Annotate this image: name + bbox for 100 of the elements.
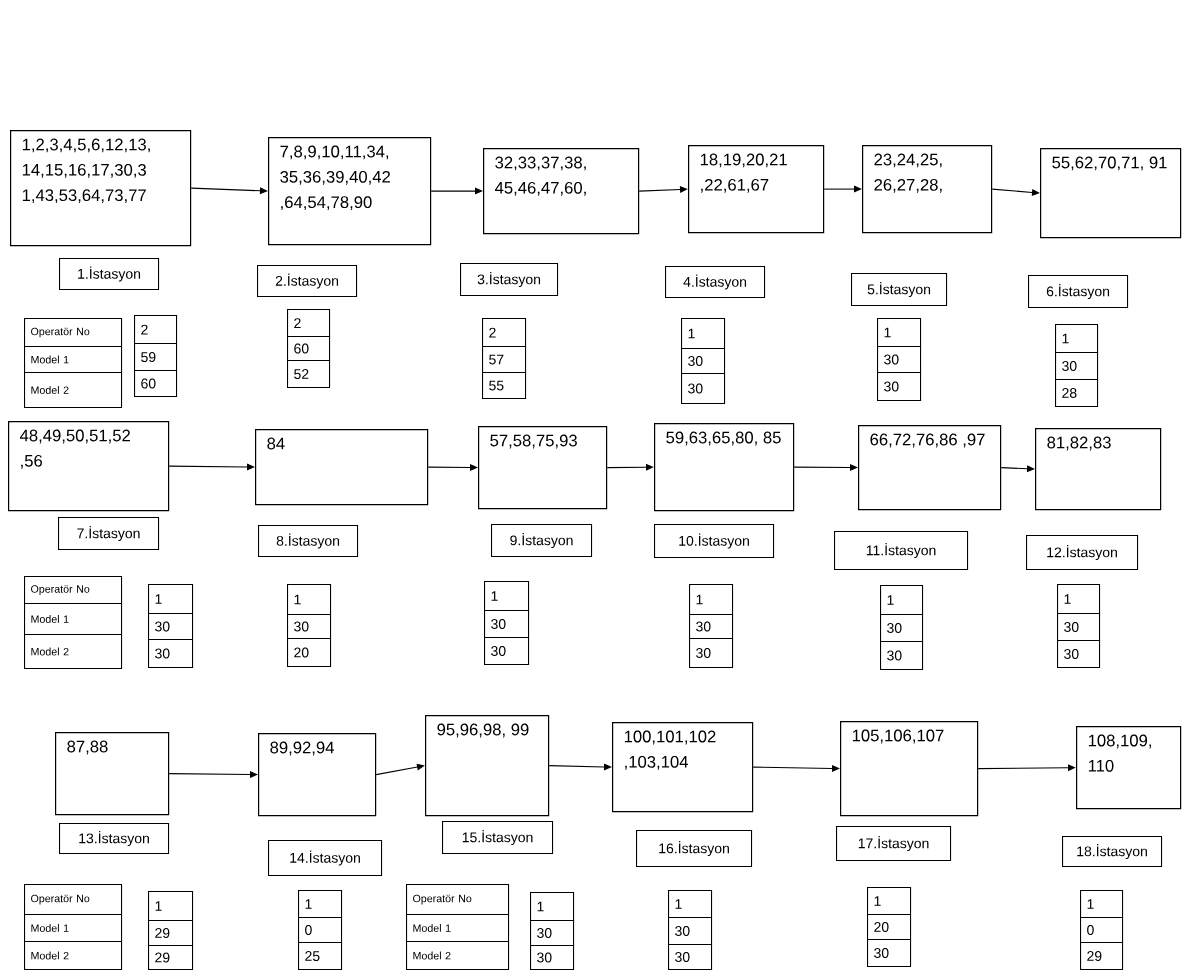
station-box: 1,2,3,4,5,6,12,13, 14,15,16,17,30,3 1,43,53,64,73,77 bbox=[10, 130, 192, 247]
table-cell: 30 bbox=[689, 614, 734, 640]
station-box: 48,49,50,51,52 ,56 bbox=[8, 421, 170, 512]
table-cell: 1 bbox=[148, 891, 194, 922]
table-cell: 0 bbox=[1080, 917, 1124, 944]
station-box: 105,106,107 bbox=[840, 721, 979, 817]
station-name-box: 18.İstasyon bbox=[1062, 836, 1163, 868]
table-cell: 30 bbox=[689, 638, 734, 669]
table-cell: Model 1 bbox=[24, 914, 123, 943]
arrow bbox=[991, 188, 1040, 196]
station-name-box: 4.İstasyon bbox=[665, 266, 766, 299]
table-cell: 30 bbox=[1055, 352, 1099, 381]
station-box: 87,88 bbox=[55, 732, 170, 816]
table-cell: Model 2 bbox=[24, 372, 123, 409]
table-cell: 30 bbox=[668, 917, 713, 946]
table-cell: 0 bbox=[298, 917, 343, 944]
station-box: 32,33,37,38, 45,46,47,60, bbox=[483, 148, 640, 235]
station-box: 7,8,9,10,11,34, 35,36,39,40,42 ,64,54,78,90 bbox=[268, 137, 432, 246]
table-cell: 30 bbox=[530, 945, 575, 971]
table-cell: 1 bbox=[668, 890, 713, 919]
table-cell: 52 bbox=[287, 360, 331, 389]
table-cell: 20 bbox=[867, 914, 912, 941]
station-box: 95,96,98, 99 bbox=[425, 715, 550, 817]
station-box: 55,62,70,71, 91 bbox=[1040, 148, 1182, 239]
station-name-box: 7.İstasyon bbox=[58, 517, 160, 551]
station-name-box: 11.İstasyon bbox=[834, 531, 969, 571]
table-cell: 30 bbox=[287, 614, 332, 640]
table-cell: 29 bbox=[148, 945, 194, 971]
arrow bbox=[168, 771, 258, 778]
table-cell: Operatör No bbox=[406, 884, 510, 916]
table-cell: 60 bbox=[134, 370, 178, 398]
table-cell: 29 bbox=[1080, 942, 1124, 971]
arrow bbox=[823, 185, 862, 193]
table-cell: 57 bbox=[482, 346, 527, 374]
table-cell: 1 bbox=[298, 890, 343, 919]
table-cell: Model 2 bbox=[406, 941, 510, 971]
table-cell: 30 bbox=[681, 373, 726, 405]
table-cell: 1 bbox=[681, 318, 726, 350]
table-cell: 1 bbox=[880, 585, 924, 616]
table-cell: 30 bbox=[1057, 613, 1101, 642]
table-cell: Model 2 bbox=[24, 941, 123, 971]
table-cell: 30 bbox=[877, 372, 922, 402]
table-cell: 30 bbox=[867, 939, 912, 968]
table-cell: 30 bbox=[877, 346, 922, 374]
station-name-box: 10.İstasyon bbox=[654, 524, 775, 559]
table-cell: 30 bbox=[880, 614, 924, 643]
table-cell: 2 bbox=[482, 318, 527, 348]
station-name-box: 17.İstasyon bbox=[836, 826, 952, 862]
table-cell: 2 bbox=[287, 309, 331, 338]
table-cell: 1 bbox=[484, 581, 530, 612]
station-box: 57,58,75,93 bbox=[478, 426, 608, 510]
arrow bbox=[752, 765, 840, 772]
table-cell: Model 1 bbox=[24, 346, 123, 374]
table-cell: 1 bbox=[530, 892, 575, 922]
arrow bbox=[606, 463, 654, 471]
table-cell: 29 bbox=[148, 920, 194, 947]
station-box: 84 bbox=[255, 429, 429, 506]
table-cell: 30 bbox=[880, 641, 924, 671]
station-box: 81,82,83 bbox=[1035, 428, 1162, 511]
table-cell: Operatör No bbox=[24, 318, 123, 348]
table-cell: 30 bbox=[681, 348, 726, 375]
table-cell: 30 bbox=[148, 613, 194, 641]
table-cell: Model 1 bbox=[24, 603, 123, 636]
station-box: 108,109, 110 bbox=[1076, 726, 1182, 810]
table-cell: 30 bbox=[1057, 640, 1101, 669]
table-cell: 55 bbox=[482, 372, 527, 400]
station-name-box: 12.İstasyon bbox=[1026, 535, 1139, 571]
station-name-box: 6.İstasyon bbox=[1028, 275, 1129, 309]
station-name-box: 13.İstasyon bbox=[59, 823, 170, 855]
station-box: 59,63,65,80, 85 bbox=[654, 423, 795, 512]
station-name-box: 5.İstasyon bbox=[851, 273, 948, 307]
table-cell: 30 bbox=[484, 637, 530, 666]
station-name-box: 8.İstasyon bbox=[258, 525, 359, 558]
arrow bbox=[548, 763, 612, 771]
table-cell: 20 bbox=[287, 638, 332, 668]
table-cell: Model 2 bbox=[24, 634, 123, 670]
arrow bbox=[375, 763, 425, 776]
station-box: 23,24,25, 26,27,28, bbox=[862, 145, 993, 234]
station-name-box: 9.İstasyon bbox=[491, 524, 593, 558]
table-cell: 30 bbox=[668, 944, 713, 971]
arrow bbox=[427, 464, 478, 471]
station-name-box: 2.İstasyon bbox=[257, 265, 358, 298]
table-cell: 1 bbox=[877, 318, 922, 348]
arrow bbox=[168, 463, 255, 471]
station-box: 66,72,76,86 ,97 bbox=[858, 425, 1002, 511]
table-cell: 30 bbox=[484, 610, 530, 639]
table-cell: Operatör No bbox=[24, 884, 123, 916]
station-name-box: 3.İstasyon bbox=[460, 263, 559, 297]
station-name-box: 16.İstasyon bbox=[636, 830, 753, 868]
table-cell: 30 bbox=[148, 639, 194, 669]
station-box: 18,19,20,21 ,22,61,67 bbox=[688, 145, 825, 234]
table-cell: 1 bbox=[1057, 584, 1101, 615]
table-cell: 30 bbox=[530, 920, 575, 947]
station-name-box: 1.İstasyon bbox=[59, 258, 160, 291]
table-cell: 1 bbox=[867, 887, 912, 916]
arrow bbox=[430, 187, 483, 195]
table-cell: 2 bbox=[134, 315, 178, 345]
table-cell: 1 bbox=[148, 584, 194, 615]
table-cell: 1 bbox=[689, 584, 734, 616]
table-cell: 28 bbox=[1055, 379, 1099, 408]
